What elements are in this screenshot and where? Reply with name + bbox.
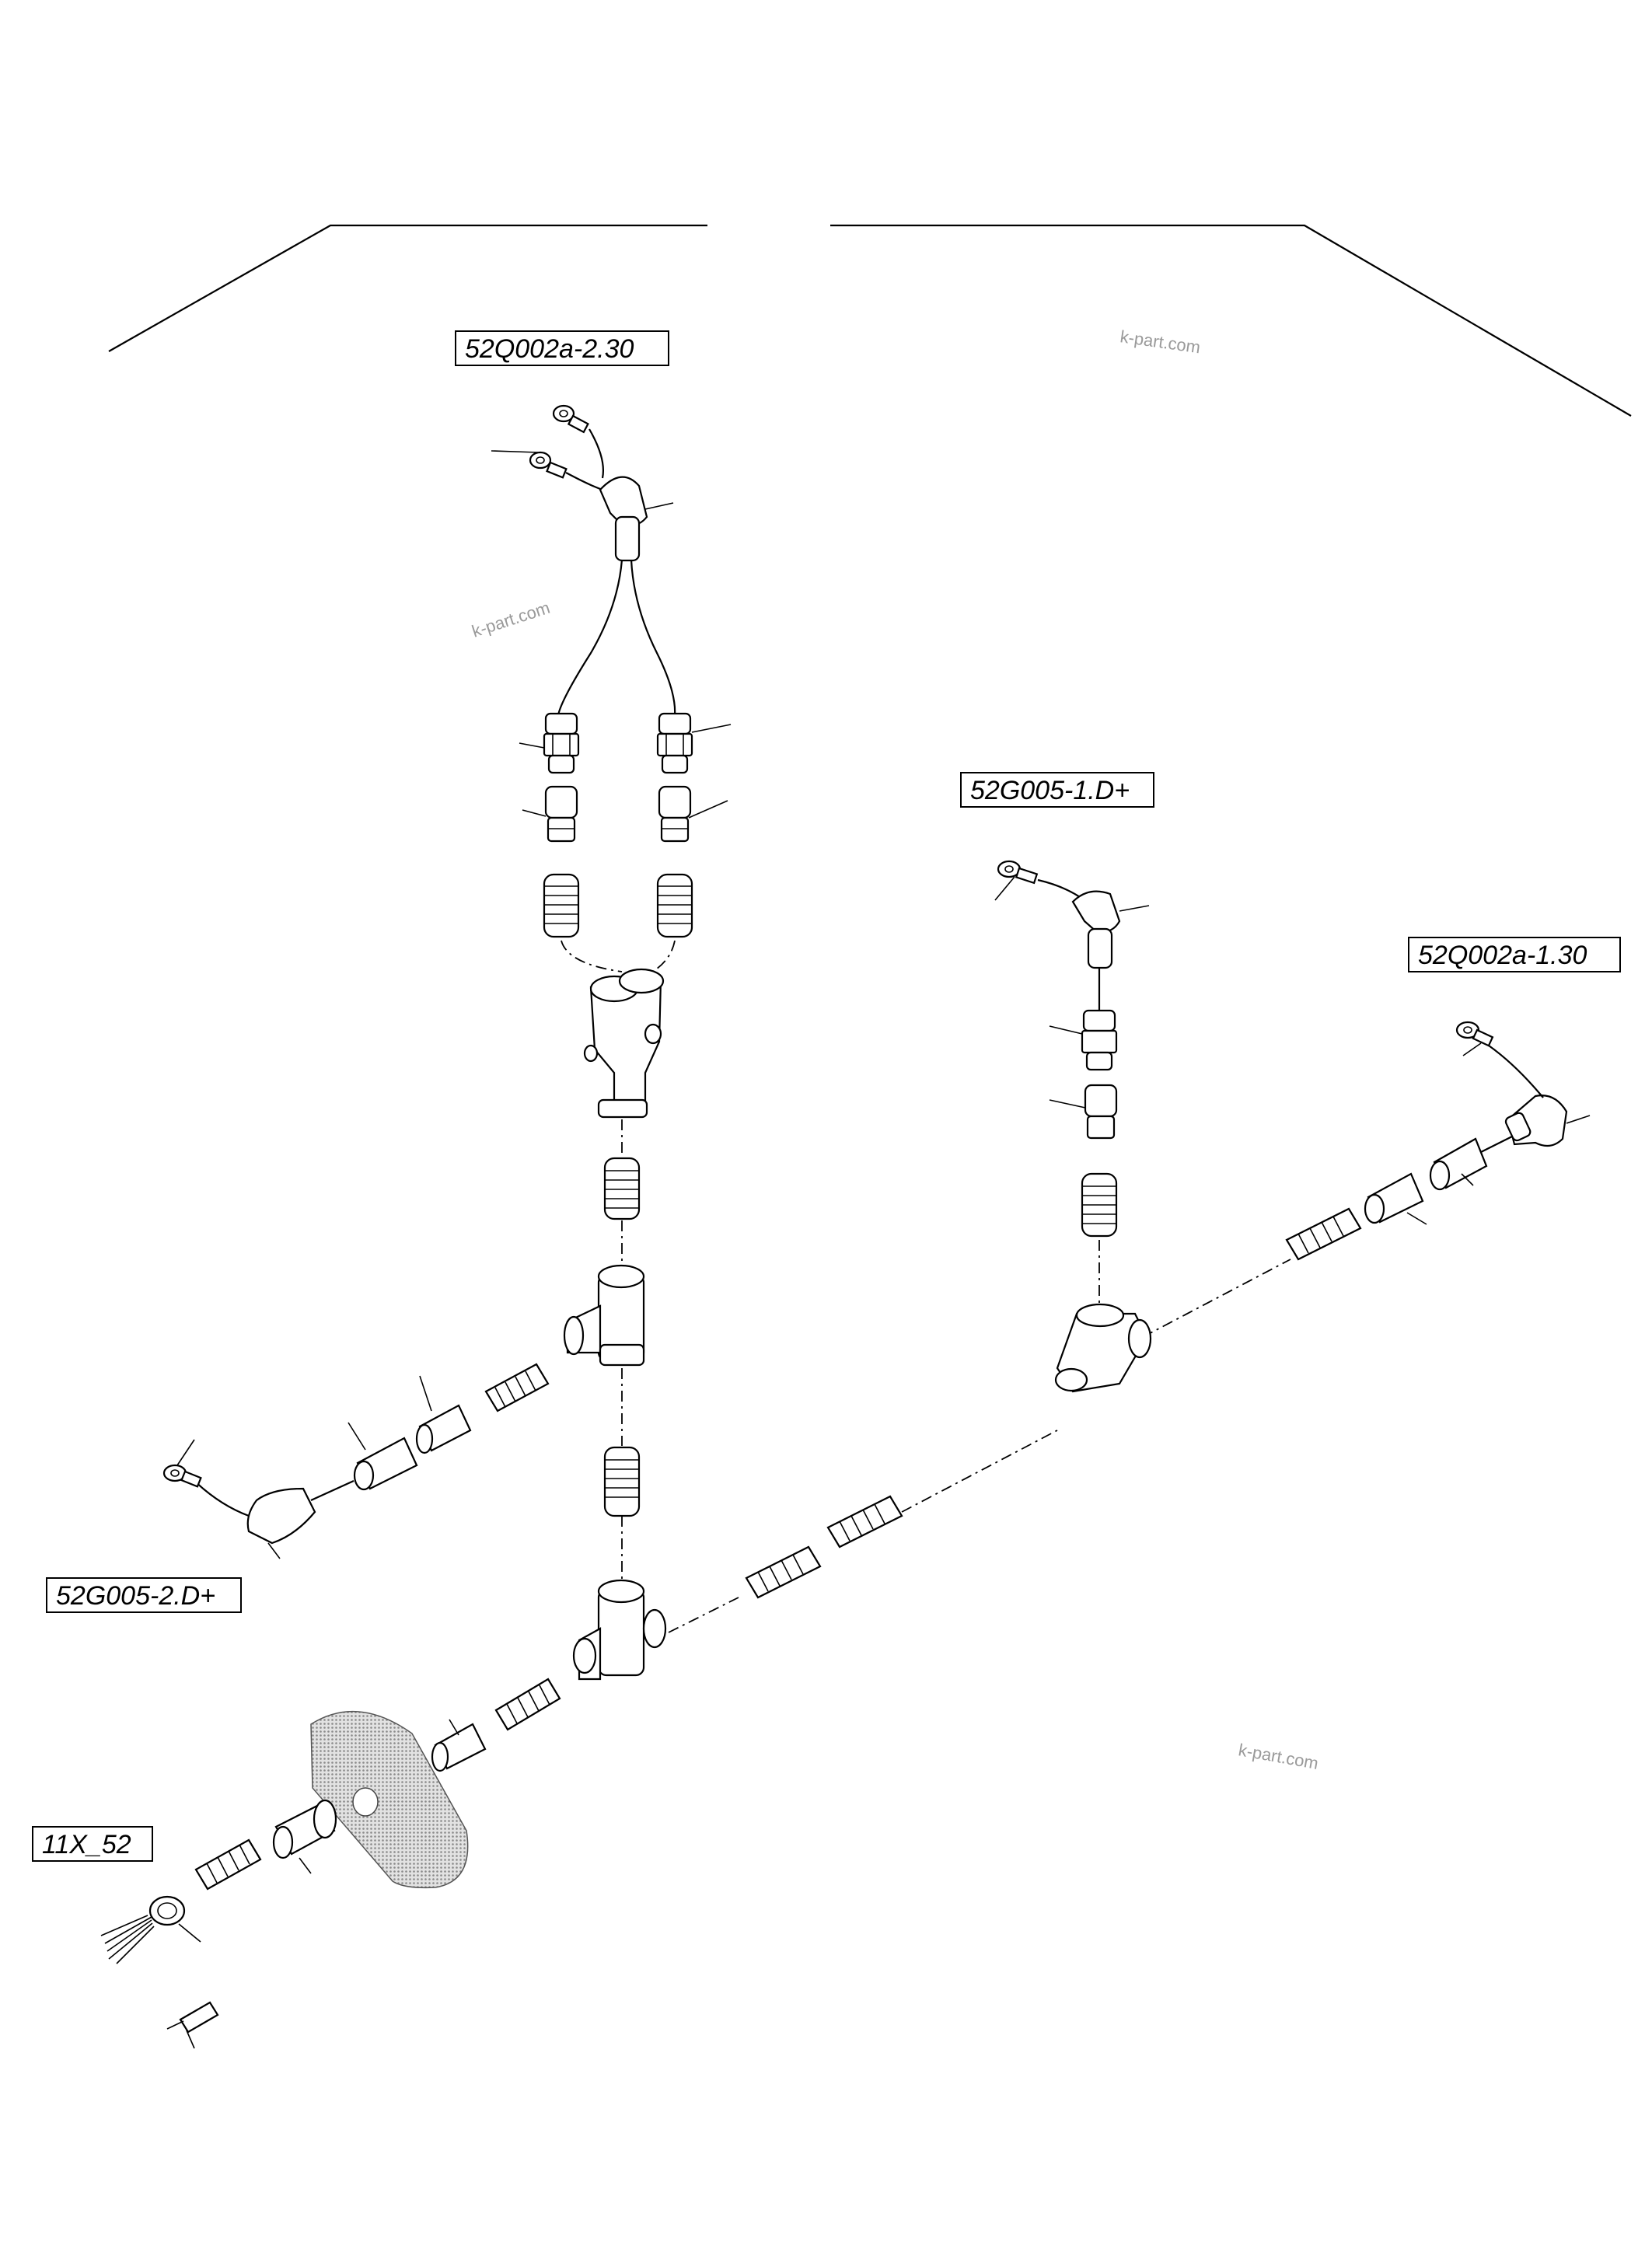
cable-boot: [1071, 890, 1121, 969]
conduit-spring: [656, 873, 693, 938]
ring-terminal: [552, 404, 589, 434]
top-harness-assembly: [491, 404, 732, 1267]
conduit-spring: [603, 1157, 641, 1220]
label-52Q002a-1.30: 52Q002a-1.30: [1408, 937, 1621, 972]
conduit-spring: [1285, 1207, 1362, 1261]
far-right-harness: [1285, 1021, 1591, 1261]
svg-text:52Q002a-1.30: 52Q002a-1.30: [1418, 941, 1587, 970]
svg-text:52G005-2.D+: 52G005-2.D+: [56, 1581, 215, 1611]
lock-nut: [544, 785, 578, 843]
gasket-plate: [310, 1710, 469, 1889]
watermark: k-part.com: [1237, 1740, 1320, 1773]
conduit-spring: [603, 1446, 641, 1517]
conduit-spring: [826, 1495, 903, 1548]
label-11X_52: 11X_52: [32, 1826, 153, 1862]
lock-nut: [1084, 1084, 1118, 1140]
conduit-spring: [1081, 1172, 1118, 1238]
conduit-spring: [194, 1838, 262, 1891]
cable-gland: [543, 712, 580, 774]
svg-text:52G005-1.D+: 52G005-1.D+: [970, 776, 1130, 805]
cable-gland: [1081, 1009, 1118, 1071]
conduit-spring: [484, 1363, 550, 1412]
cable-boot: [1504, 1095, 1568, 1147]
ferrule-ring: [148, 1895, 186, 1926]
flange-connector: [272, 1799, 337, 1859]
svg-text:52Q002a-2.30: 52Q002a-2.30: [465, 334, 634, 364]
upper-tee-junction: [563, 1264, 645, 1367]
middle-right-harness: [994, 860, 1152, 1393]
cable-gland: [353, 1437, 418, 1491]
y-junction-housing: [583, 968, 665, 1119]
cable-gland: [1429, 1137, 1488, 1191]
conduit-spring: [543, 873, 580, 938]
ring-terminal: [529, 451, 568, 479]
ring-terminal: [997, 860, 1039, 885]
left-branch: [162, 1363, 550, 1559]
lock-nut: [1364, 1172, 1424, 1224]
pin-contact: [166, 2001, 219, 2034]
lock-nut: [658, 785, 692, 843]
watermark: k-part.com: [1119, 326, 1201, 357]
lower-tee-junction: [572, 1579, 667, 1681]
enclosure-outline: [108, 224, 1632, 417]
bottom-connector-assembly: [100, 1678, 561, 2049]
right-tee-junction: [1054, 1303, 1152, 1393]
label-52G005-1.D: 52G005-1.D+: [960, 772, 1154, 808]
lock-nut: [431, 1723, 487, 1772]
cable-boot: [246, 1487, 316, 1545]
cable-boot: [599, 476, 648, 562]
ring-terminal: [162, 1464, 202, 1488]
watermark: k-part.com: [470, 598, 553, 641]
ring-terminal: [1455, 1021, 1494, 1047]
conduit-spring: [494, 1678, 561, 1731]
label-52Q002a-2.30: 52Q002a-2.30: [455, 330, 669, 366]
loose-wires: [100, 1915, 155, 1964]
lock-nut: [415, 1404, 472, 1454]
cable-gland: [656, 712, 693, 774]
svg-text:11X_52: 11X_52: [42, 1830, 131, 1859]
conduit-spring: [745, 1545, 822, 1599]
label-52G005-2.D: 52G005-2.D+: [46, 1577, 242, 1613]
